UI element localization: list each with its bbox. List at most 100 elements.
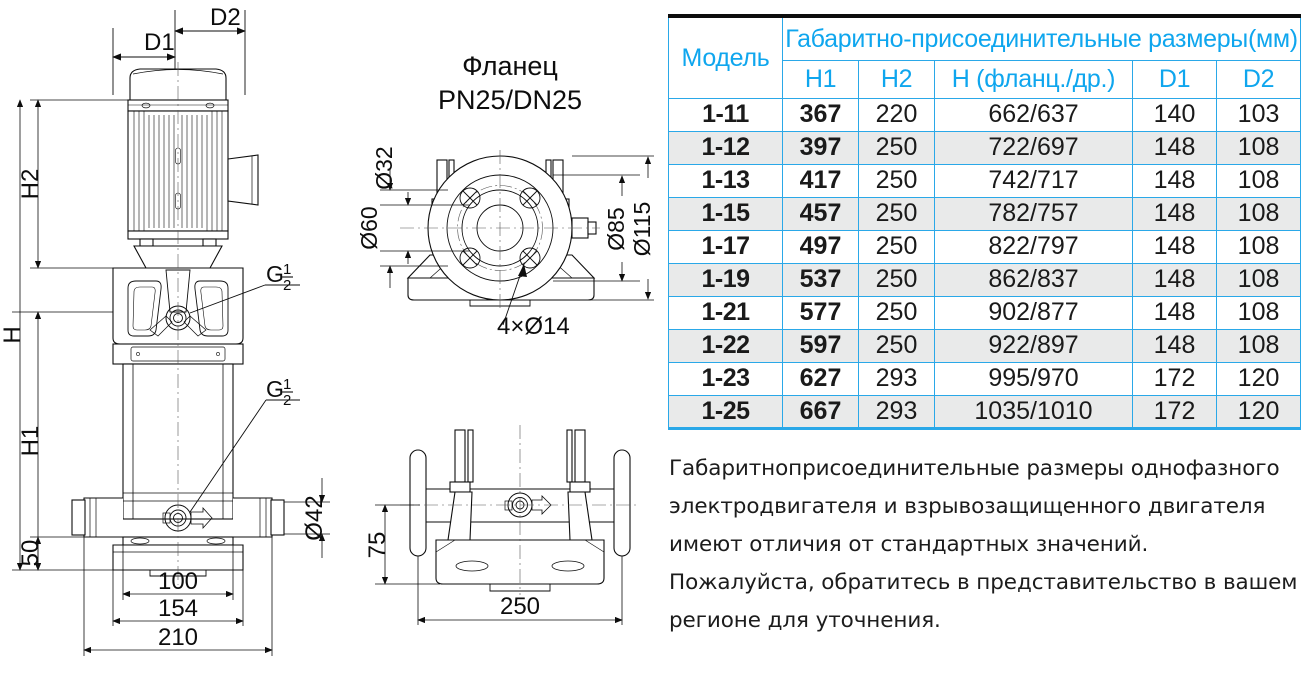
cell-model: 1-23 [668, 361, 783, 396]
cell-h1: 537 [782, 262, 859, 297]
flange-view [380, 150, 654, 326]
cell-model: 1-12 [668, 130, 783, 165]
cell-h2: 250 [858, 163, 935, 198]
cell-h: 995/970 [934, 361, 1133, 396]
cell-h: 722/697 [934, 130, 1133, 165]
cell-d2: 108 [1215, 196, 1302, 231]
cell-h: 902/877 [934, 295, 1133, 330]
cell-d2: 108 [1215, 229, 1302, 264]
svg-text:2: 2 [283, 392, 291, 409]
cell-h2: 250 [858, 328, 935, 363]
cell-d2: 120 [1215, 361, 1302, 396]
cell-h2: 250 [858, 295, 935, 330]
cell-h2: 220 [858, 97, 935, 132]
svg-text:1: 1 [283, 376, 291, 393]
cell-h1: 597 [782, 328, 859, 363]
dim-label-d115: Ø115 [629, 202, 655, 257]
cell-h2: 293 [858, 394, 935, 430]
cell-d1: 140 [1132, 97, 1217, 132]
column-header-model: Модель [668, 14, 783, 99]
column-header-d2: D2 [1215, 59, 1302, 99]
dim-label-d42: Ø42 [301, 495, 328, 540]
cell-d1: 148 [1132, 163, 1217, 198]
svg-text:G: G [266, 376, 284, 402]
cell-d1: 148 [1132, 295, 1217, 330]
cell-d2: 108 [1215, 130, 1302, 165]
bolt-holes [459, 187, 541, 269]
dim-label-d32: Ø32 [371, 146, 397, 189]
dim-label-d85: Ø85 [603, 207, 629, 250]
cell-h: 782/757 [934, 196, 1133, 231]
cell-d1: 148 [1132, 262, 1217, 297]
cell-h1: 577 [782, 295, 859, 330]
cell-model: 1-11 [668, 97, 783, 132]
dim-label-bolt-holes: 4×Ø14 [497, 313, 570, 340]
cell-h: 1035/1010 [934, 394, 1133, 430]
cell-h2: 250 [858, 262, 935, 297]
cell-d1: 148 [1132, 229, 1217, 264]
cell-h2: 250 [858, 130, 935, 165]
dim-label-100: 100 [158, 568, 198, 595]
cell-d2: 108 [1215, 328, 1302, 363]
column-header-h1: H1 [782, 59, 859, 99]
drawings-svg: D1 D2 H2 H H1 50 Ø42 100 154 210 G 1 2 G… [0, 4, 655, 656]
dim-label-75: 75 [364, 532, 391, 559]
cell-h1: 417 [782, 163, 859, 198]
cell-d2: 108 [1215, 295, 1302, 330]
cell-h1: 627 [782, 361, 859, 396]
cell-model: 1-17 [668, 229, 783, 264]
dim-label-h: H [0, 326, 26, 343]
cell-h1: 497 [782, 229, 859, 264]
cell-d1: 148 [1132, 130, 1217, 165]
cell-d2: 103 [1215, 97, 1302, 132]
dim-label-d2: D2 [210, 4, 241, 31]
cell-model: 1-22 [668, 328, 783, 363]
cell-h: 742/717 [934, 163, 1133, 198]
dim-label-154: 154 [158, 595, 198, 622]
cell-d1: 172 [1132, 394, 1217, 430]
cell-d1: 148 [1132, 328, 1217, 363]
svg-text:1: 1 [283, 261, 291, 278]
cell-h: 822/797 [934, 229, 1133, 264]
dimensions-table: Модель Габаритно-присоединительные разме… [668, 14, 1302, 430]
right-dimension-d42 [284, 478, 330, 558]
bottom-view [375, 425, 640, 625]
cell-d2: 108 [1215, 262, 1302, 297]
dim-label-h2: H2 [17, 169, 44, 200]
cell-h: 862/837 [934, 262, 1133, 297]
motor-assembly [127, 68, 259, 269]
dim-label-250: 250 [500, 593, 540, 620]
dim-label-210: 210 [158, 624, 198, 651]
cell-h2: 293 [858, 361, 935, 396]
table-header: Модель Габаритно-присоединительные разме… [668, 14, 1302, 99]
cell-d2: 108 [1215, 163, 1302, 198]
cell-h1: 457 [782, 196, 859, 231]
column-header-d1: D1 [1132, 59, 1217, 99]
cell-d1: 172 [1132, 361, 1217, 396]
dim-label-d60: Ø60 [356, 206, 382, 249]
technical-drawings-panel: D1 D2 H2 H H1 50 Ø42 100 154 210 G 1 2 G… [0, 4, 655, 656]
cell-h2: 250 [858, 229, 935, 264]
cell-d2: 120 [1215, 394, 1302, 430]
left-dimensions [12, 99, 130, 571]
top-dimension-d2 [174, 10, 246, 95]
cell-model: 1-21 [668, 295, 783, 330]
flange-title-line2: PN25/DN25 [438, 85, 582, 115]
bottom-dimensions [83, 537, 273, 656]
svg-text:G: G [266, 261, 284, 287]
dim-label-50: 50 [17, 540, 44, 567]
note-text: Габаритноприсоединительные размеры одноф… [669, 455, 1298, 633]
cell-h2: 250 [858, 196, 935, 231]
cell-model: 1-15 [668, 196, 783, 231]
cell-h1: 367 [782, 97, 859, 132]
column-header-group: Габаритно-присоединительные размеры(мм) [781, 14, 1302, 61]
